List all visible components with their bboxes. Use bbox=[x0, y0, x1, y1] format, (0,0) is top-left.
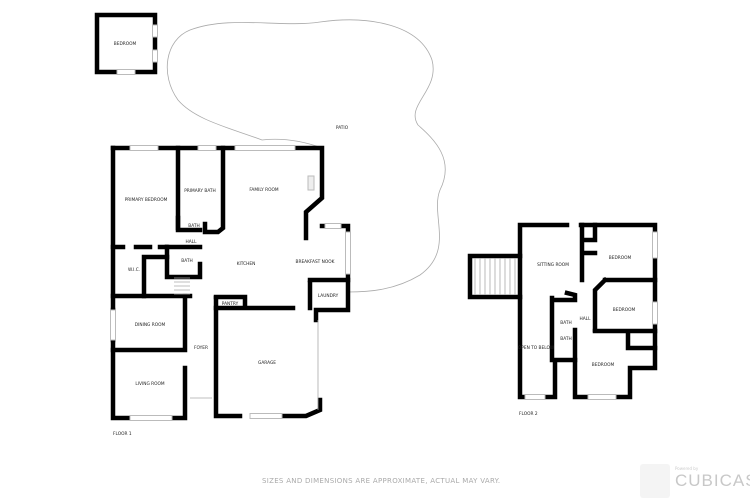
room-label-bath: BATH bbox=[560, 320, 571, 326]
disclaimer: SIZES AND DIMENSIONS ARE APPROXIMATE, AC… bbox=[262, 477, 501, 485]
room-label-bedroom: BEDROOM bbox=[592, 362, 615, 368]
room-label-wic: W.I.C. bbox=[128, 267, 140, 273]
room-label-hall: HALL bbox=[580, 316, 592, 322]
room-label-living-room: LIVING ROOM bbox=[135, 381, 165, 387]
room-label-bedroom-detached: BEDROOM bbox=[114, 41, 137, 47]
room-label-garage: GARAGE bbox=[258, 360, 276, 366]
floor1-label: FLOOR 1 bbox=[113, 431, 132, 437]
room-label-laundry: LAUNDRY bbox=[318, 293, 339, 299]
room-label-open-to-below: OPEN TO BELOW bbox=[518, 345, 555, 351]
logo-powered-by: Powered by bbox=[675, 466, 699, 471]
room-label-bath: BATH bbox=[560, 336, 571, 342]
floor2-walls bbox=[467, 222, 658, 400]
room-label-dining-room: DINING ROOM bbox=[135, 322, 166, 328]
room-label-patio: PATIO bbox=[336, 125, 349, 131]
room-label-bath: BATH bbox=[188, 223, 199, 229]
room-label-hall: HALL bbox=[186, 239, 198, 245]
room-label-breakfast-nook: BREAKFAST NOOK bbox=[296, 259, 335, 265]
room-label-bath: BATH bbox=[181, 258, 192, 264]
floor2-label: FLOOR 2 bbox=[519, 411, 538, 417]
room-label-family-room: FAMILY ROOM bbox=[249, 187, 279, 193]
room-label-kitchen: KITCHEN bbox=[237, 261, 256, 267]
room-label-sitting-room: SITTING ROOM bbox=[537, 262, 569, 268]
cubicasa-logo: Powered by CUBICASA bbox=[603, 460, 750, 500]
logo-mark-icon bbox=[640, 464, 670, 498]
room-label-foyer: FOYER bbox=[194, 345, 208, 351]
floor1-walls bbox=[110, 145, 351, 421]
logo-brand: CUBICASA bbox=[675, 471, 750, 490]
room-label-bedroom: BEDROOM bbox=[613, 307, 636, 313]
room-label-primary-bedroom: PRIMARY BEDROOM bbox=[125, 197, 168, 203]
room-label-bedroom: BEDROOM bbox=[609, 255, 632, 261]
patio-outline bbox=[166, 19, 446, 293]
detached-bedroom bbox=[94, 12, 158, 75]
room-label-primary-bath: PRIMARY BATH bbox=[184, 188, 216, 194]
room-label-pantry: PANTRY bbox=[222, 301, 239, 307]
